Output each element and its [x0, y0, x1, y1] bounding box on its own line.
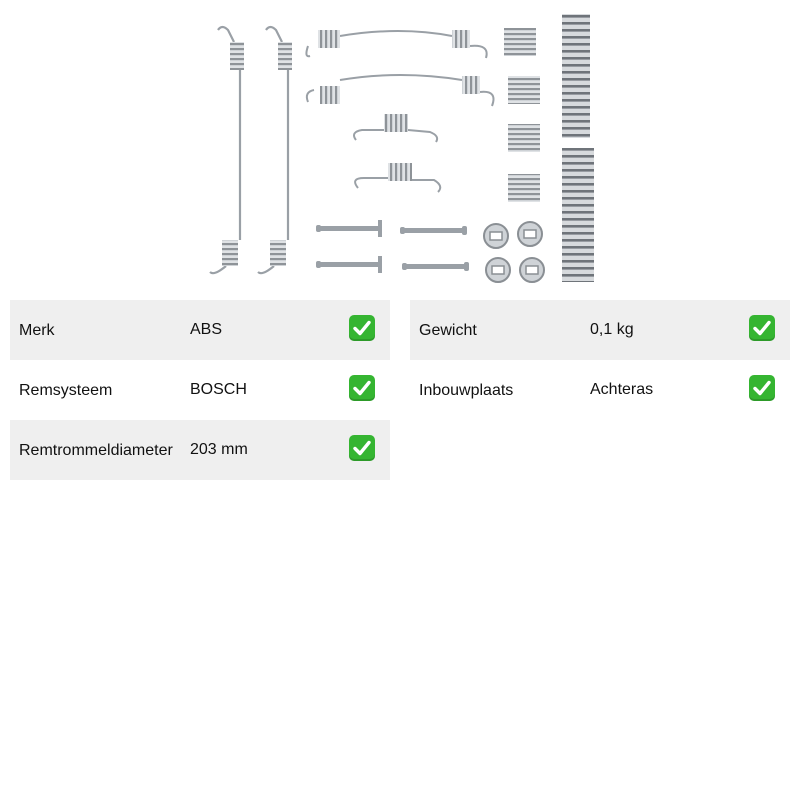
spec-column-left: Merk ABS Remsysteem BOSCH Remtrommeldiam… [10, 300, 390, 480]
spec-row-merk: Merk ABS [10, 300, 390, 360]
spec-value: 203 mm [190, 441, 248, 458]
spec-row-remtrommeldiameter: Remtrommeldiameter 203 mm [10, 420, 390, 480]
brake-spring-kit-image [209, 14, 594, 283]
check-mark-icon [349, 375, 375, 401]
check-mark-icon [749, 375, 775, 401]
check-mark-icon [349, 315, 375, 341]
spec-row-remsysteem: Remsysteem BOSCH [10, 360, 390, 420]
spec-column-right: Gewicht 0,1 kg Inbouwplaats Achteras [410, 300, 790, 420]
spec-label: Gewicht [419, 322, 477, 339]
spec-label: Remtrommeldiameter [19, 442, 173, 459]
spec-row-inbouwplaats: Inbouwplaats Achteras [410, 360, 790, 420]
spec-value: ABS [190, 321, 223, 338]
spec-label: Inbouwplaats [419, 382, 514, 399]
check-mark-icon [749, 315, 775, 341]
spec-value: 0,1 kg [590, 321, 634, 338]
spec-value: Achteras [590, 381, 654, 398]
check-mark-icon [349, 435, 375, 461]
spec-value: BOSCH [190, 381, 247, 398]
spec-row-gewicht: Gewicht 0,1 kg [410, 300, 790, 360]
spec-label: Merk [19, 322, 55, 339]
product-image [200, 8, 600, 288]
spec-label: Remsysteem [19, 382, 113, 399]
